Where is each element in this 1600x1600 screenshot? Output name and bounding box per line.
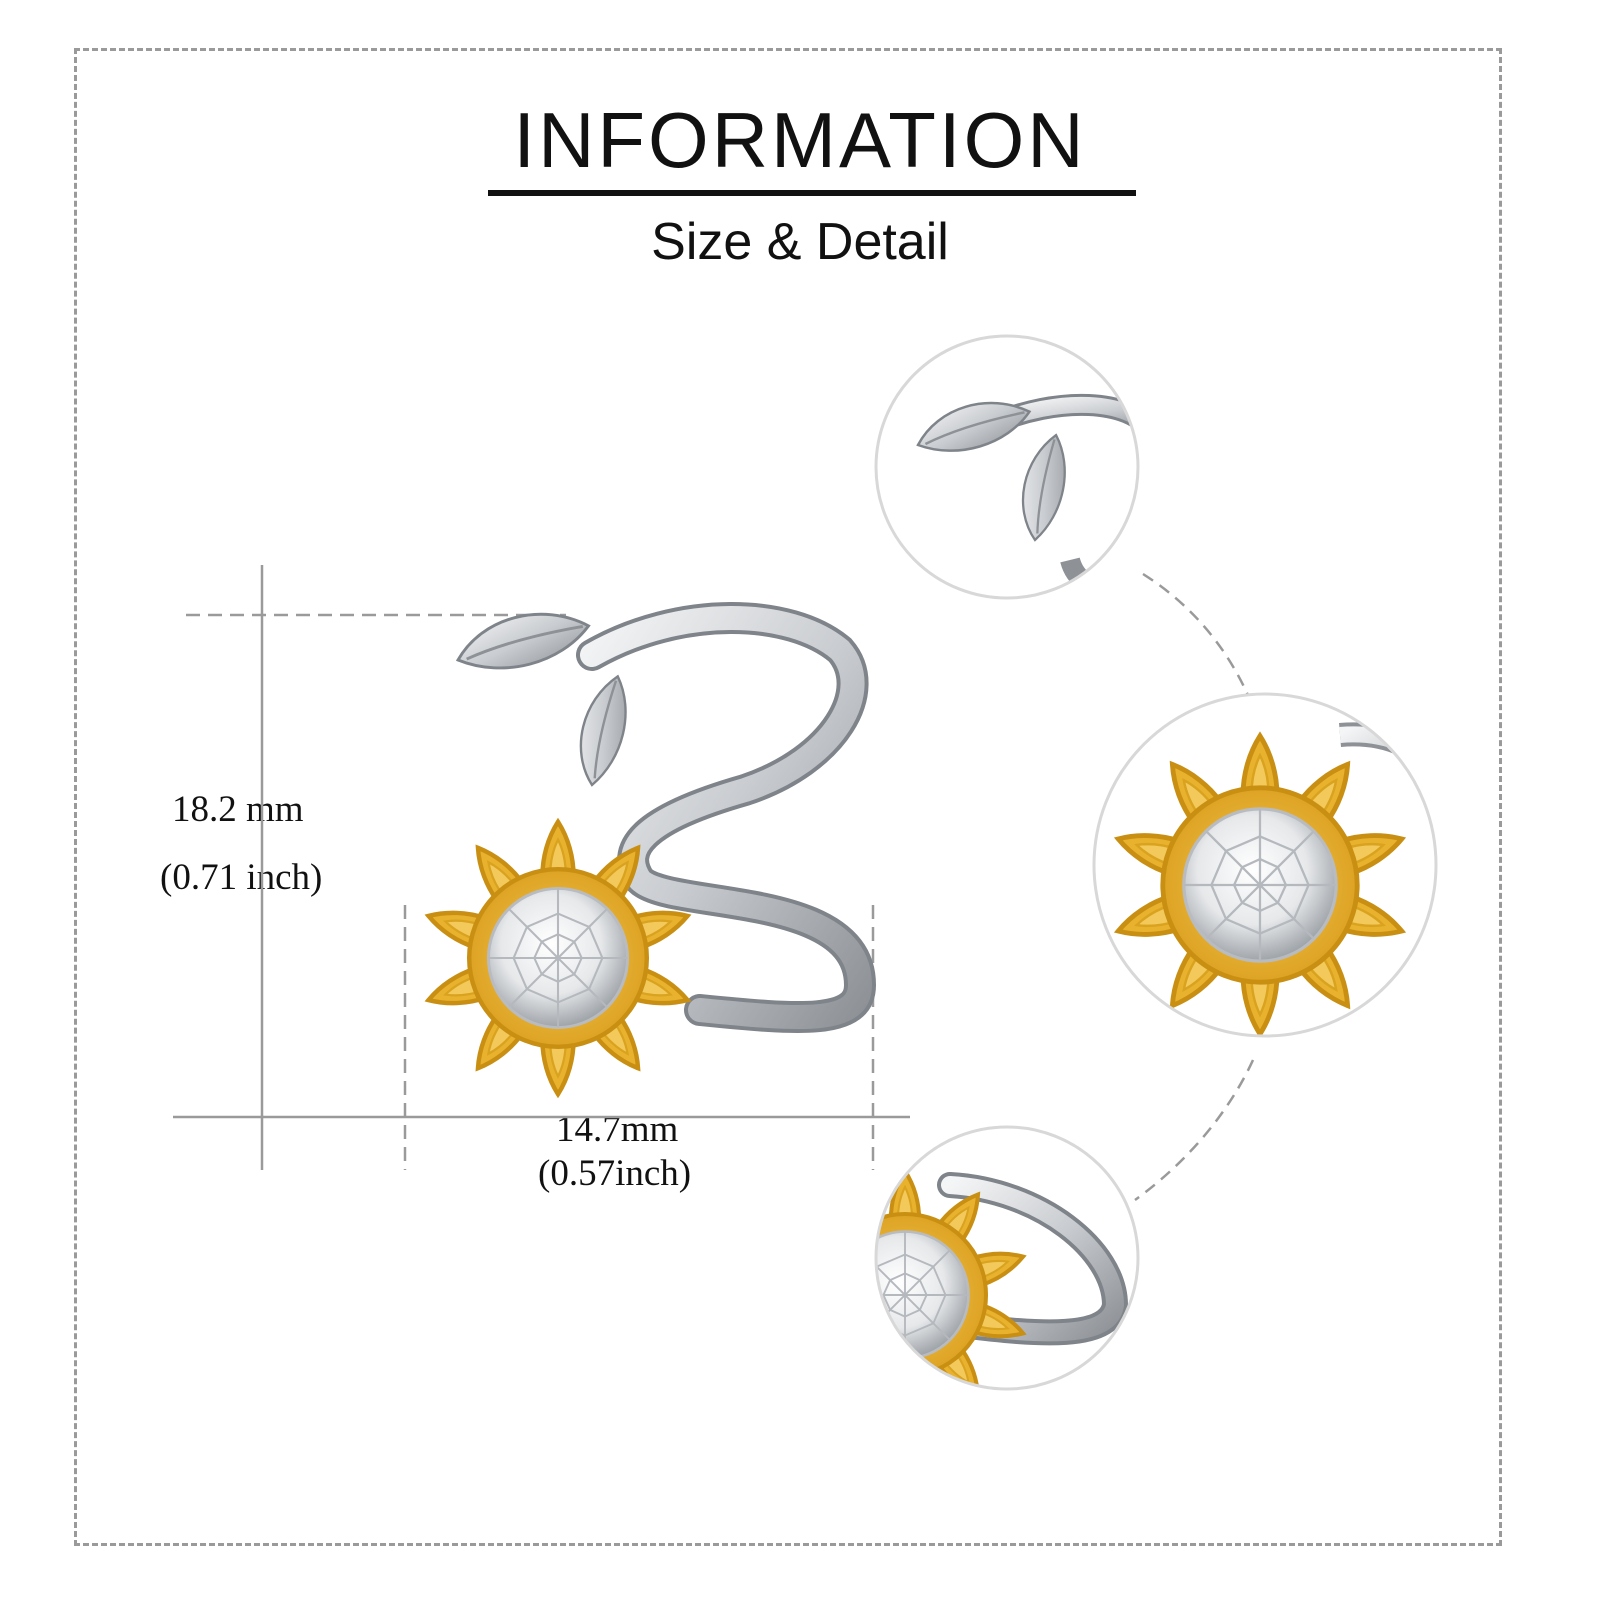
dimension-guides — [173, 565, 910, 1170]
detail-circle-leaves — [874, 334, 1140, 600]
height-mm-label: 18.2 mm — [172, 789, 304, 830]
leaf-icon — [452, 607, 594, 675]
dashed-frame — [74, 48, 1502, 1546]
height-inch-label: (0.71 inch) — [160, 857, 323, 898]
page-title: INFORMATION — [513, 96, 1087, 184]
detail-circle-sunflower — [1092, 692, 1438, 1038]
title-underline — [488, 190, 1136, 196]
ring-main-view — [424, 602, 877, 1094]
sunflower-icon — [424, 822, 693, 1094]
page-subtitle: Size & Detail — [651, 213, 949, 271]
leaf-icon — [562, 669, 645, 791]
detail-circle-band — [874, 1125, 1140, 1391]
width-inch-label: (0.57inch) — [538, 1153, 692, 1194]
